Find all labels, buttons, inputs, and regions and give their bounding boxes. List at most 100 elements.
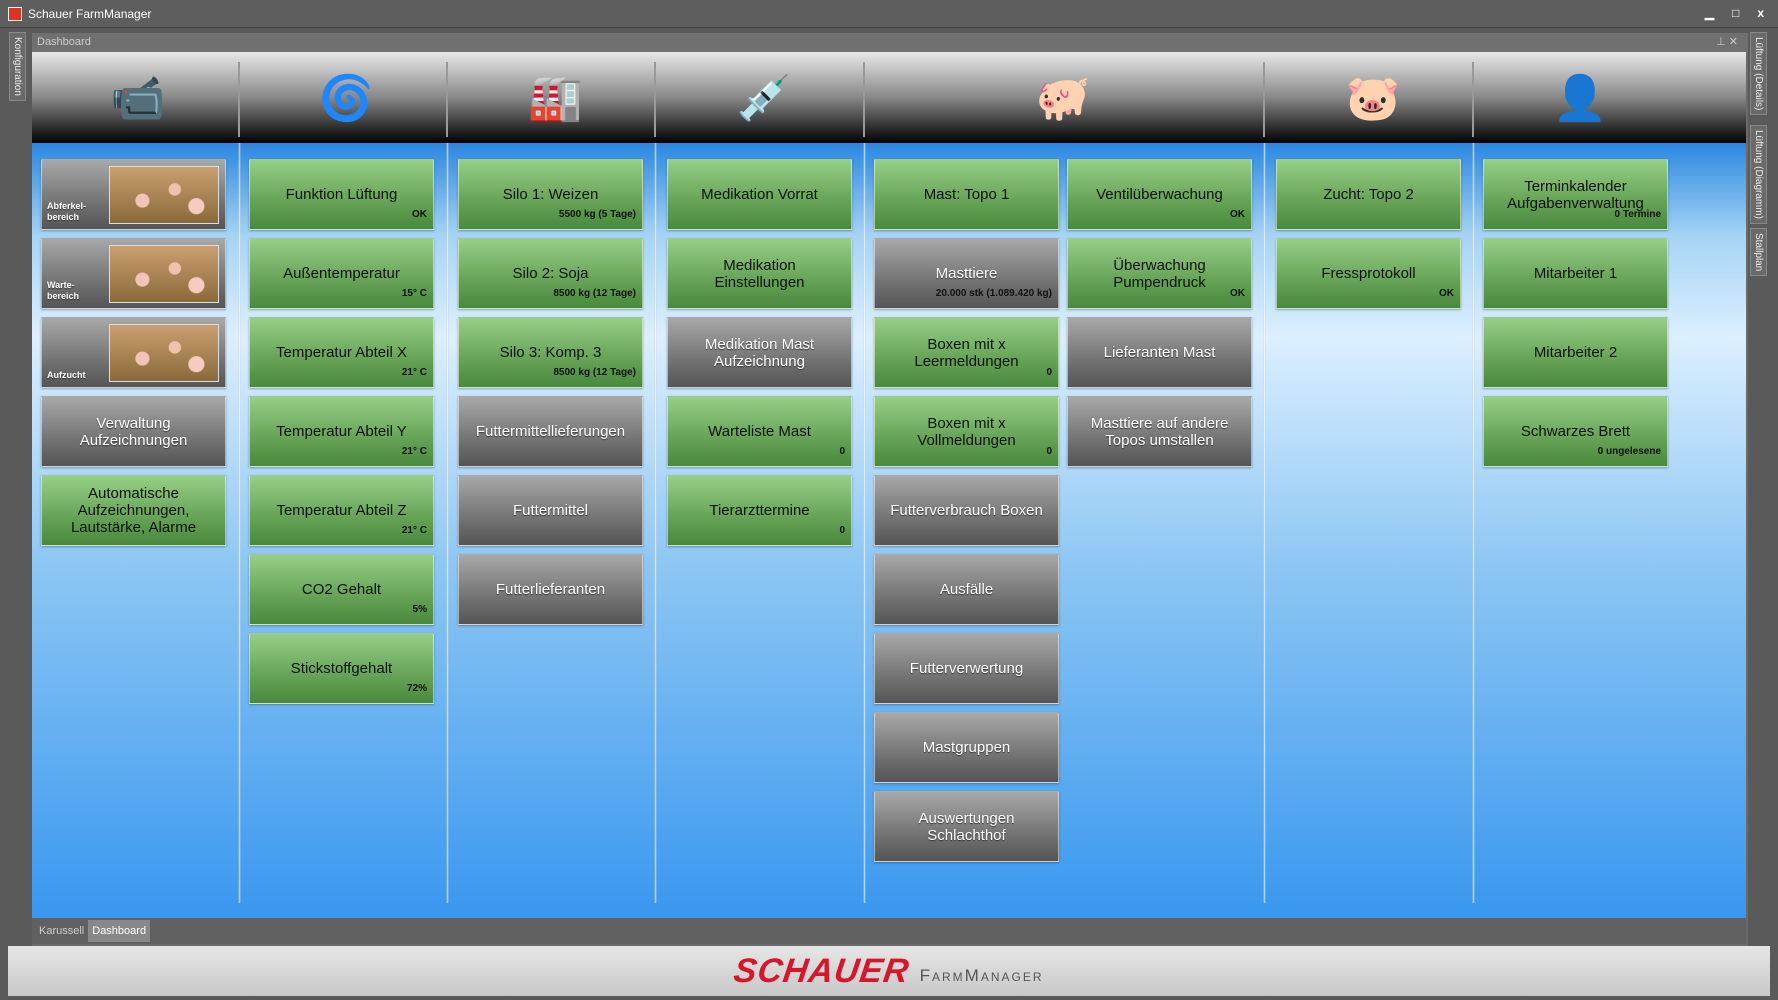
- tile-silo-2-soja[interactable]: Silo 2: Soja 8500 kg (12 Tage): [458, 238, 643, 309]
- column-divider: [446, 143, 449, 903]
- tab-karussell[interactable]: Karussell: [39, 925, 85, 937]
- tile-label: Temperatur Abteil Y: [276, 423, 407, 440]
- employee-icon[interactable]: 👤: [1552, 73, 1608, 123]
- tile-mitarbeiter-1[interactable]: Mitarbeiter 1: [1483, 238, 1668, 309]
- tile-label: Boxen mit x Leermeldungen: [914, 335, 1019, 370]
- column-divider: [654, 143, 657, 903]
- tile-aufzucht[interactable]: Aufzucht: [41, 317, 226, 388]
- tile-label: Aufzucht: [47, 370, 86, 380]
- minimize-button[interactable]: ▁: [1704, 6, 1715, 20]
- tile-label: Futterlieferanten: [495, 581, 606, 598]
- tile-mast-topo-1[interactable]: Mast: Topo 1: [874, 159, 1059, 230]
- tile-label: Mast: Topo 1: [923, 186, 1010, 203]
- tile-value: 0 Termine: [1614, 209, 1662, 220]
- column-divider: [863, 143, 866, 903]
- fan-thermometer-icon[interactable]: 🌀: [318, 73, 374, 123]
- tab-konfiguration[interactable]: Konfiguration: [9, 32, 26, 101]
- tile-label: Überwachung Pumpendruck: [1113, 256, 1206, 291]
- tile-warte-bereich[interactable]: Warte-bereich: [41, 238, 226, 309]
- pig-feeding-icon[interactable]: 🐖: [1035, 73, 1091, 123]
- divider: [654, 62, 656, 137]
- tile-value: 0 ungelesene: [1597, 446, 1661, 457]
- silo-icon[interactable]: 🏭: [527, 73, 583, 123]
- tile-verwaltung-aufzeichnungen[interactable]: Verwaltung Aufzeichnungen: [41, 396, 226, 467]
- tile-futterverwertung[interactable]: Futterverwertung: [874, 633, 1059, 704]
- tile-label: Warte-bereich: [47, 280, 80, 301]
- tile-label: Mastgruppen: [922, 739, 1011, 756]
- tile-value: 5500 kg (5 Tage): [558, 209, 636, 220]
- tab-dashboard[interactable]: Dashboard: [88, 920, 151, 942]
- tile-futterverbrauch-boxen[interactable]: Futterverbrauch Boxen: [874, 475, 1059, 546]
- tile-mastgruppen[interactable]: Mastgruppen: [874, 712, 1059, 783]
- tile-medikation-mast-aufzeichnung[interactable]: Medikation Mast Aufzeichnung: [667, 317, 852, 388]
- maximize-button[interactable]: □: [1732, 6, 1740, 20]
- tile-label: Warteliste Mast: [708, 423, 811, 440]
- divider: [863, 62, 865, 137]
- barn-photo: [109, 324, 219, 382]
- tile-auswertungen-schlachthof[interactable]: Auswertungen Schlachthof: [874, 791, 1059, 862]
- schauer-logo: SCHAUER: [731, 951, 913, 990]
- tile-value: 20.000 stk (1.089.420 kg): [935, 288, 1052, 299]
- tab-stallplan[interactable]: Stallplan: [1750, 228, 1767, 277]
- tile-lieferanten-mast[interactable]: Lieferanten Mast: [1067, 317, 1252, 388]
- tile-masttiere[interactable]: Masttiere 20.000 stk (1.089.420 kg): [874, 238, 1059, 309]
- tile-label: Silo 2: Soja: [512, 265, 589, 282]
- tile-automatische-aufzeichnungen-lautstärke-alarme[interactable]: Automatische Aufzeichnungen, Lautstärke,…: [41, 475, 226, 546]
- tile-label: Futtermittel: [512, 502, 588, 519]
- tile-mitarbeiter-2[interactable]: Mitarbeiter 2: [1483, 317, 1668, 388]
- tile-medikation-vorrat[interactable]: Medikation Vorrat: [667, 159, 852, 230]
- tile-zucht-topo-2[interactable]: Zucht: Topo 2: [1276, 159, 1461, 230]
- tile-warteliste-mast[interactable]: Warteliste Mast 0: [667, 396, 852, 467]
- tab-lueftung-details[interactable]: Lüftung (Details): [1750, 32, 1767, 116]
- product-name: FarmManager: [919, 966, 1044, 985]
- tile-label: Masttiere: [935, 265, 998, 282]
- tile-medikation-einstellungen[interactable]: Medikation Einstellungen: [667, 238, 852, 309]
- tile-futtermittellieferungen[interactable]: Futtermittellieferungen: [458, 396, 643, 467]
- tile-label: Silo 3: Komp. 3: [499, 344, 602, 361]
- title-bar: Schauer FarmManager ▁ □ x: [0, 0, 1778, 28]
- tile-value: 5%: [412, 604, 427, 615]
- tile-label: Verwaltung Aufzeichnungen: [79, 414, 188, 449]
- tile-value: OK: [412, 209, 427, 220]
- tile-futtermittel[interactable]: Futtermittel: [458, 475, 643, 546]
- tile-label: Ausfälle: [939, 581, 994, 598]
- panel-title: Dashboard: [37, 36, 91, 48]
- category-icon-bar: 📹 🌀 🏭 💉 🐖 🐷 👤: [32, 52, 1746, 143]
- tile-masttiere-auf-andere-topos-umstallen[interactable]: Masttiere auf andere Topos umstallen: [1067, 396, 1252, 467]
- tile-futterlieferanten[interactable]: Futterlieferanten: [458, 554, 643, 625]
- tile-label: Temperatur Abteil X: [276, 344, 407, 361]
- tile-abferkel-bereich[interactable]: Abferkel-bereich: [41, 159, 226, 230]
- tile-label: Lieferanten Mast: [1103, 344, 1216, 361]
- tab-lueftung-diagramm[interactable]: Lüftung (Diagramm): [1750, 125, 1767, 224]
- tile-label: Temperatur Abteil Z: [276, 502, 407, 519]
- medication-icon[interactable]: 💉: [736, 73, 792, 123]
- tile-label: Stickstoffgehalt: [290, 660, 393, 677]
- tile-value: 8500 kg (12 Tage): [553, 288, 636, 299]
- pin-close-buttons[interactable]: ⊥ ✕: [1716, 36, 1738, 48]
- tile-label: Medikation Einstellungen: [714, 256, 805, 291]
- close-button[interactable]: x: [1757, 6, 1764, 20]
- tile-value: 0: [1046, 446, 1052, 457]
- tile-ausfälle[interactable]: Ausfälle: [874, 554, 1059, 625]
- tile-value: 0: [839, 446, 845, 457]
- sow-piglets-icon[interactable]: 🐷: [1345, 73, 1401, 123]
- camera-icon[interactable]: 📹: [110, 73, 166, 123]
